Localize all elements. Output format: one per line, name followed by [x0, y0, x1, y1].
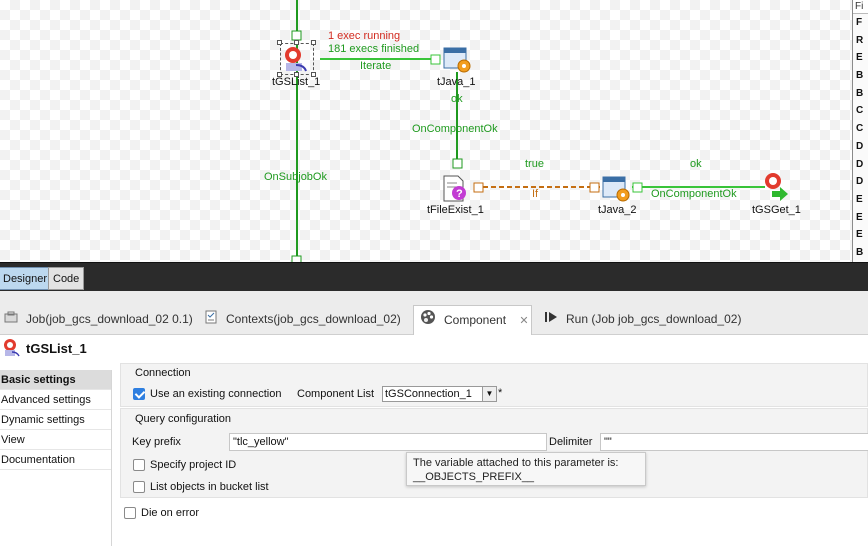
tab-job[interactable]: Job(job_gcs_download_02 0.1) — [4, 305, 193, 333]
tab-component-label: Component — [444, 313, 507, 327]
palette-item[interactable]: E — [856, 211, 863, 223]
gcs-list-icon-small — [2, 338, 22, 361]
use-existing-connection-label: Use an existing connection — [150, 388, 282, 400]
tab-contexts[interactable]: Contexts(job_gcs_download_02) — [204, 305, 401, 333]
tab-code[interactable]: Code — [48, 267, 85, 290]
component-list-value: tGSConnection_1 — [385, 388, 472, 400]
nav-advanced-settings[interactable]: Advanced settings — [0, 390, 111, 410]
close-icon[interactable]: ✕ — [519, 315, 529, 327]
palette-item[interactable]: C — [856, 105, 864, 117]
ok-link-label[interactable]: ok — [451, 93, 463, 105]
delimiter-input[interactable]: "" — [600, 433, 868, 451]
connection-links — [291, 0, 765, 262]
nav-basic-settings[interactable]: Basic settings — [0, 370, 111, 390]
component-list-select[interactable]: tGSConnection_1 ▼ — [382, 386, 497, 402]
resize-handle[interactable] — [294, 72, 299, 77]
resize-handle[interactable] — [277, 72, 282, 77]
palette-item[interactable]: D — [856, 140, 864, 152]
oncomponentok-link-label[interactable]: OnComponentOk — [412, 123, 498, 135]
palette-item[interactable]: B — [856, 70, 864, 82]
tab-component[interactable]: Component ✕ — [413, 305, 532, 335]
list-objects-label: List objects in bucket list — [150, 481, 269, 493]
tooltip-line-1: The variable attached to this parameter … — [413, 457, 619, 469]
palette-item[interactable]: B — [856, 246, 864, 258]
iterate-link-label[interactable]: Iterate — [360, 60, 392, 72]
palette-item[interactable]: B — [856, 87, 864, 99]
tab-designer[interactable]: Designer — [0, 267, 53, 290]
required-asterisk: * — [498, 387, 503, 399]
gcs-list-icon[interactable] — [282, 45, 312, 78]
connection-title: Connection — [135, 367, 191, 379]
exec-running-status: 1 exec running — [328, 30, 401, 42]
nav-dynamic-settings[interactable]: Dynamic settings — [0, 410, 111, 430]
ok-link-label-2[interactable]: ok — [690, 158, 702, 170]
node-label-tgslist: tGSList_1 — [272, 76, 321, 88]
nav-documentation[interactable]: Documentation — [0, 450, 111, 470]
contexts-icon — [204, 306, 218, 334]
java-component-icon[interactable] — [442, 46, 472, 77]
component-header: tGSList_1 — [0, 335, 868, 363]
die-on-error-label: Die on error — [141, 507, 200, 519]
job-designer-canvas[interactable]: 1 exec running 181 execs finished Iterat… — [0, 0, 852, 262]
resize-handle[interactable] — [311, 40, 316, 45]
resize-handle[interactable] — [294, 40, 299, 45]
query-configuration-title: Query configuration — [135, 413, 231, 425]
oncomponentok-link-label-2[interactable]: OnComponentOk — [651, 188, 737, 200]
onsubjobok-link-label[interactable]: OnSubjobOk — [264, 171, 327, 183]
palette-item[interactable]: C — [856, 123, 864, 135]
palette-item[interactable]: E — [856, 229, 863, 241]
palette-search-input[interactable]: Fi — [853, 0, 868, 14]
nav-view[interactable]: View — [0, 430, 111, 450]
component-list-label: Component List — [297, 388, 375, 400]
component-title: tGSList_1 — [26, 341, 87, 356]
settings-nav: Basic settings Advanced settings Dynamic… — [0, 370, 112, 546]
file-exist-icon[interactable]: ? — [441, 174, 471, 207]
execs-finished-status: 181 execs finished — [328, 43, 420, 55]
palette-item[interactable]: D — [856, 176, 864, 188]
list-objects-checkbox[interactable] — [133, 481, 145, 493]
tab-contexts-label: Contexts(job_gcs_download_02) — [226, 312, 401, 326]
palette-item[interactable]: D — [856, 158, 864, 170]
connection-group: Connection Use an existing connection Co… — [120, 363, 868, 407]
chevron-down-icon[interactable]: ▼ — [482, 387, 496, 401]
node-label-tfileexist: tFileExist_1 — [427, 204, 484, 216]
die-on-error-checkbox[interactable] — [124, 507, 136, 519]
job-icon — [4, 306, 18, 334]
resize-handle[interactable] — [311, 72, 316, 77]
tab-run-label: Run (Job job_gcs_download_02) — [566, 312, 742, 326]
properties-tabs: Job(job_gcs_download_02 0.1) Contexts(jo… — [0, 291, 868, 335]
true-link-label[interactable]: true — [525, 158, 544, 170]
key-prefix-input[interactable]: "tlc_yellow" — [229, 433, 547, 451]
node-label-tjava2: tJava_2 — [598, 204, 637, 216]
palette-item[interactable]: E — [856, 52, 863, 64]
delimiter-label: Delimiter — [549, 436, 593, 448]
tab-job-label: Job(job_gcs_download_02 0.1) — [26, 312, 193, 326]
node-label-tgsget: tGSGet_1 — [752, 204, 801, 216]
run-icon — [544, 306, 558, 334]
palette-item[interactable]: F — [856, 17, 863, 28]
specify-project-id-checkbox[interactable] — [133, 459, 145, 471]
tab-run[interactable]: Run (Job job_gcs_download_02) — [544, 305, 741, 333]
specify-project-id-label: Specify project ID — [150, 459, 237, 471]
palette-icon — [420, 307, 436, 335]
node-label-tjava1: tJava_1 — [437, 76, 476, 88]
gcs-get-icon[interactable] — [762, 172, 792, 205]
editor-view-tabs: Designer Code — [0, 262, 868, 291]
resize-handle[interactable] — [277, 40, 282, 45]
java-component-icon-2[interactable] — [601, 175, 631, 206]
key-prefix-label: Key prefix — [132, 436, 181, 448]
palette-item[interactable]: R — [856, 34, 864, 46]
tooltip-line-2: __OBJECTS_PREFIX__ — [413, 471, 535, 483]
parameter-tooltip: The variable attached to this parameter … — [406, 452, 646, 486]
palette-item[interactable]: E — [856, 193, 863, 205]
if-link-label[interactable]: If — [532, 188, 539, 200]
svg-text:?: ? — [456, 188, 463, 200]
use-existing-connection-checkbox[interactable] — [133, 388, 145, 400]
